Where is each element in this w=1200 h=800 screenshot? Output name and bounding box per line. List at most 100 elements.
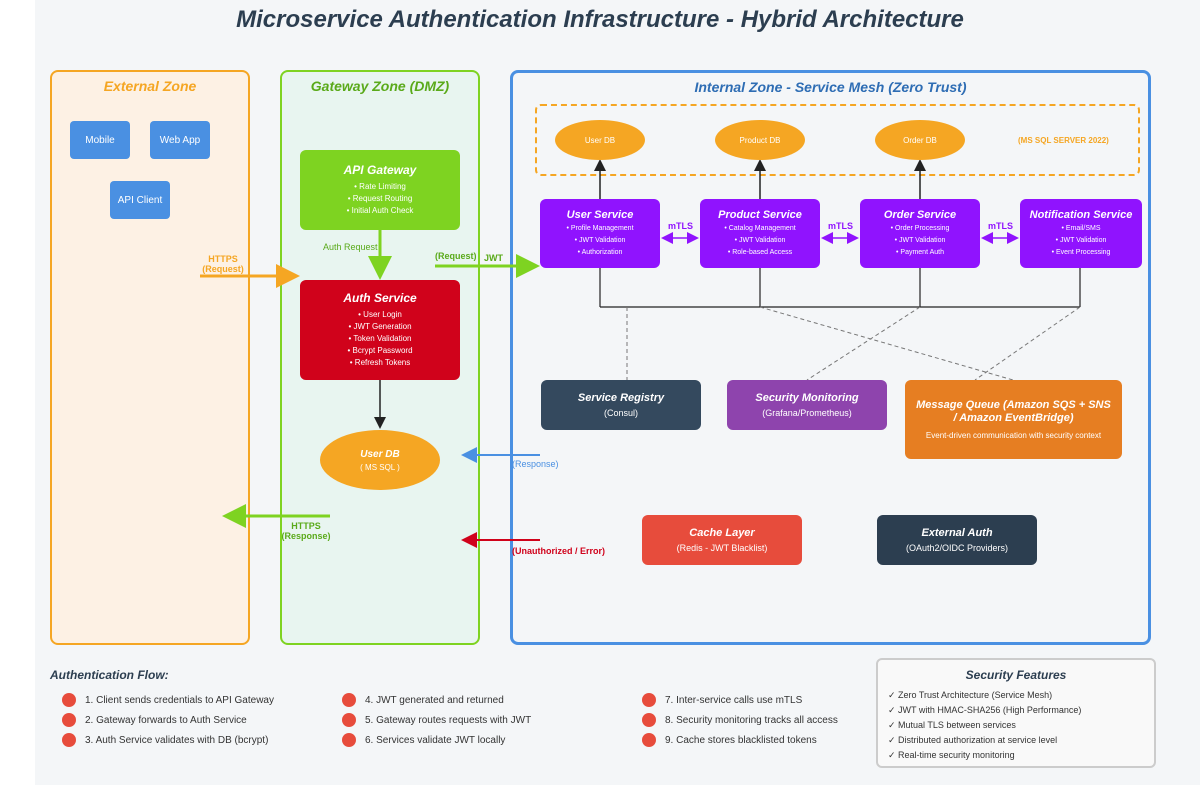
notification-service-box[interactable]: Notification Service • Email/SMS • JWT V… xyxy=(1020,199,1142,268)
service-bus xyxy=(599,268,1081,308)
flow-step: 8. Security monitoring tracks all access xyxy=(642,710,838,730)
flow-step-text: 4. JWT generated and returned xyxy=(365,694,504,706)
auth-service-title: Auth Service xyxy=(343,291,417,305)
service-registry-box[interactable]: Service Registry (Consul) xyxy=(541,380,701,430)
https-response-label-line1: HTTPS xyxy=(291,521,321,531)
security-features-heading: Security Features xyxy=(965,668,1067,682)
internal-zone: Internal Zone - Service Mesh (Zero Trust… xyxy=(510,70,1151,645)
security-feature-item: ✓ Real-time security monitoring xyxy=(888,750,1015,760)
flow-step-text: 3. Auth Service validates with DB (bcryp… xyxy=(85,734,269,746)
request-label: (Request) xyxy=(435,251,477,261)
security-feature-item: ✓ Distributed authorization at service l… xyxy=(888,735,1058,745)
flow-step: 4. JWT generated and returned xyxy=(342,690,531,710)
web-app-client[interactable]: Web App xyxy=(150,121,210,159)
flow-step: 9. Cache stores blacklisted tokens xyxy=(642,730,838,750)
auth-service-item: • Bcrypt Password xyxy=(347,346,413,355)
unauthorized-label: (Unauthorized / Error) xyxy=(512,546,606,556)
mtls-label: mTLS xyxy=(828,221,854,231)
flow-step-text: 7. Inter-service calls use mTLS xyxy=(665,694,803,706)
flow-step-text: 8. Security monitoring tracks all access xyxy=(665,714,838,726)
api-client[interactable]: API Client xyxy=(110,181,170,219)
flow-step: 3. Auth Service validates with DB (bcryp… xyxy=(62,730,274,750)
step-dot-icon xyxy=(642,713,656,727)
order-service-item: • Payment Auth xyxy=(896,248,944,256)
step-dot-icon xyxy=(642,693,656,707)
https-request-label: HTTPS (Request) xyxy=(198,254,248,274)
flow-step: 7. Inter-service calls use mTLS xyxy=(642,690,838,710)
auth-request-label: Auth Request xyxy=(323,242,378,252)
step-dot-icon xyxy=(642,733,656,747)
user-service-item: • Authorization xyxy=(577,248,623,256)
gateway-user-db[interactable]: User DB ( MS SQL ) xyxy=(320,430,440,490)
gateway-zone-title: Gateway Zone (DMZ) xyxy=(310,78,450,94)
security-features-panel: Security Features ✓ Zero Trust Architect… xyxy=(876,658,1156,768)
step-dot-icon xyxy=(62,733,76,747)
user-db[interactable]: User DB xyxy=(555,120,645,160)
jwt-label: JWT xyxy=(484,253,503,263)
notification-service-item: • Email/SMS xyxy=(1061,224,1101,232)
order-service-box[interactable]: Order Service • Order Processing • JWT V… xyxy=(860,199,980,268)
flow-step: 5. Gateway routes requests with JWT xyxy=(342,710,531,730)
service-registry-sub: (Consul) xyxy=(603,408,638,418)
api-gateway-title: API Gateway xyxy=(343,163,417,177)
flow-step-text: 6. Services validate JWT locally xyxy=(365,734,506,746)
external-auth-sub: (OAuth2/OIDC Providers) xyxy=(905,543,1009,553)
security-monitoring-sub: (Grafana/Prometheus) xyxy=(762,408,852,418)
user-service-item: • JWT Validation xyxy=(574,236,626,244)
order-db[interactable]: Order DB xyxy=(875,120,965,160)
auth-flow-col-2: 4. JWT generated and returned 5. Gateway… xyxy=(342,690,531,750)
message-queue-sub: Event-driven communication with security… xyxy=(925,431,1102,440)
user-service-item: • Profile Management xyxy=(566,224,634,232)
auth-flow-col-3: 7. Inter-service calls use mTLS 8. Secur… xyxy=(642,690,838,750)
cache-layer-title: Cache Layer xyxy=(689,527,755,539)
response-label: (Response) xyxy=(512,459,559,469)
product-service-item: • Catalog Management xyxy=(724,224,796,232)
step-dot-icon xyxy=(342,733,356,747)
auth-service-item: • User Login xyxy=(358,310,402,319)
https-request-label-line2: (Request) xyxy=(202,264,244,274)
notification-service-item: • JWT Validation xyxy=(1055,236,1107,244)
product-service-title: Product Service xyxy=(718,208,802,221)
step-dot-icon xyxy=(342,713,356,727)
external-zone-title: External Zone xyxy=(103,78,197,94)
security-monitoring-box[interactable]: Security Monitoring (Grafana/Prometheus) xyxy=(727,380,887,430)
api-gateway-item: • Rate Limiting xyxy=(354,182,406,191)
product-service-box[interactable]: Product Service • Catalog Management • J… xyxy=(700,199,820,268)
flow-step: 6. Services validate JWT locally xyxy=(342,730,531,750)
security-monitoring-title: Security Monitoring xyxy=(755,392,859,404)
security-feature-item: ✓ Zero Trust Architecture (Service Mesh) xyxy=(888,690,1053,700)
infra-links xyxy=(626,306,1081,381)
flow-step-text: 5. Gateway routes requests with JWT xyxy=(365,714,532,726)
db-server-label: (MS SQL SERVER 2022) xyxy=(1018,136,1109,145)
user-service-box[interactable]: User Service • Profile Management • JWT … xyxy=(540,199,660,268)
step-dot-icon xyxy=(62,693,76,707)
auth-flow-col-1: 1. Client sends credentials to API Gatew… xyxy=(62,690,274,750)
https-response-label: HTTPS (Response) xyxy=(280,521,332,541)
flow-step: 1. Client sends credentials to API Gatew… xyxy=(62,690,274,710)
gateway-user-db-title: User DB xyxy=(360,448,400,460)
user-service-title: User Service xyxy=(566,208,634,221)
step-dot-icon xyxy=(62,713,76,727)
mobile-client[interactable]: Mobile xyxy=(70,121,130,159)
flow-step: 2. Gateway forwards to Auth Service xyxy=(62,710,274,730)
gateway-user-db-sub: ( MS SQL ) xyxy=(360,462,400,472)
https-response-label-line2: (Response) xyxy=(281,531,331,541)
message-queue-box[interactable]: Message Queue (Amazon SQS + SNS / Amazon… xyxy=(905,380,1122,459)
product-db[interactable]: Product DB xyxy=(715,120,805,160)
auth-service-box[interactable]: Auth Service • User Login • JWT Generati… xyxy=(300,280,460,380)
step-dot-icon xyxy=(342,693,356,707)
external-auth-box[interactable]: External Auth (OAuth2/OIDC Providers) xyxy=(877,515,1037,565)
internal-zone-title: Internal Zone - Service Mesh (Zero Trust… xyxy=(694,79,967,95)
notification-service-title: Notification Service xyxy=(1029,208,1133,221)
order-service-title: Order Service xyxy=(883,208,957,221)
api-gateway-box[interactable]: API Gateway • Rate Limiting • Request Ro… xyxy=(300,150,460,230)
order-service-item: • JWT Validation xyxy=(894,236,946,244)
cache-layer-box[interactable]: Cache Layer (Redis - JWT Blacklist) xyxy=(642,515,802,565)
product-service-item: • JWT Validation xyxy=(734,236,786,244)
auth-service-item: • Refresh Tokens xyxy=(349,358,411,367)
auth-service-item: • Token Validation xyxy=(348,334,412,343)
auth-flow-heading: Authentication Flow: xyxy=(50,668,169,682)
db-cluster xyxy=(535,104,1140,176)
flow-step-text: 9. Cache stores blacklisted tokens xyxy=(665,734,817,746)
